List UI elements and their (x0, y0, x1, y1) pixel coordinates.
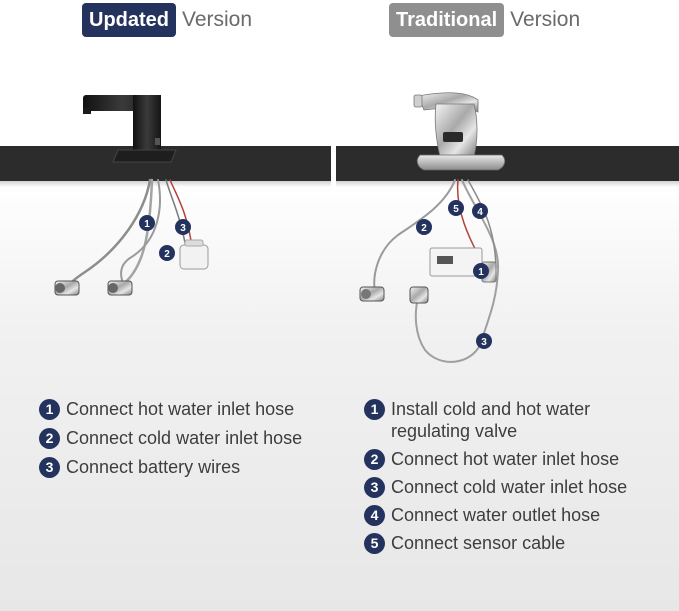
left-step-markers: 1 2 3 (139, 215, 191, 261)
updated-steps-list: 1 Connect hot water inlet hose 2 Connect… (39, 398, 339, 485)
list-item: 3 Connect battery wires (39, 456, 339, 478)
step-text: Connect cold water inlet hose (391, 477, 628, 497)
step-number-badge: 2 (39, 428, 60, 449)
step-text: Connect battery wires (66, 457, 241, 477)
countertop-right (336, 146, 679, 181)
svg-text:5: 5 (453, 204, 459, 215)
countertop-shadow-right (336, 181, 679, 187)
updated-version-header: Updated Version (82, 2, 252, 38)
updated-badge: Updated (82, 3, 176, 37)
faucet-illustrations: 1 2 3 5 4 2 1 3 (54, 92, 506, 363)
step-number-badge: 5 (364, 533, 385, 554)
countertop-shadow-left (0, 181, 331, 187)
updated-version-word: Version (182, 8, 253, 31)
svg-text:4: 4 (477, 207, 483, 218)
svg-text:3: 3 (180, 223, 186, 234)
list-item: 3 Connect cold water inlet hose (364, 476, 674, 498)
traditional-version-word: Version (510, 8, 581, 31)
battery-box (179, 239, 209, 270)
traditional-version-header: Traditional Version (389, 2, 580, 38)
list-item: 2 Connect hot water inlet hose (364, 448, 674, 470)
list-item: 1 Install cold and hot water regulating … (364, 398, 674, 442)
step-text: Install cold and hot water regulating va… (391, 399, 591, 441)
step-text: Connect water outlet hose (391, 505, 601, 525)
hose-connectors-traditional (359, 286, 429, 304)
step-number-badge: 4 (364, 505, 385, 526)
list-item: 4 Connect water outlet hose (364, 504, 674, 526)
list-item: 5 Connect sensor cable (364, 532, 674, 554)
updated-hoses (65, 178, 193, 289)
step-number-badge: 1 (39, 399, 60, 420)
black-faucet (83, 95, 177, 163)
step-number-badge: 3 (364, 477, 385, 498)
step-number-badge: 2 (364, 449, 385, 470)
chrome-faucet (413, 92, 506, 171)
step-number-badge: 3 (39, 457, 60, 478)
traditional-badge: Traditional (389, 3, 505, 37)
step-text: Connect hot water inlet hose (391, 449, 620, 469)
hose-connectors-updated (54, 280, 133, 296)
step-text: Connect sensor cable (391, 533, 566, 553)
svg-text:1: 1 (478, 267, 484, 278)
svg-text:3: 3 (481, 337, 487, 348)
list-item: 2 Connect cold water inlet hose (39, 427, 339, 449)
svg-text:2: 2 (164, 249, 170, 260)
svg-text:2: 2 (421, 223, 427, 234)
list-item: 1 Connect hot water inlet hose (39, 398, 339, 420)
step-text: Connect hot water inlet hose (66, 399, 295, 419)
traditional-steps-list: 1 Install cold and hot water regulating … (364, 398, 674, 560)
step-text: Connect cold water inlet hose (66, 428, 303, 448)
svg-text:1: 1 (144, 219, 150, 230)
step-number-badge: 1 (364, 399, 385, 420)
right-step-markers: 5 4 2 1 3 (416, 200, 492, 349)
